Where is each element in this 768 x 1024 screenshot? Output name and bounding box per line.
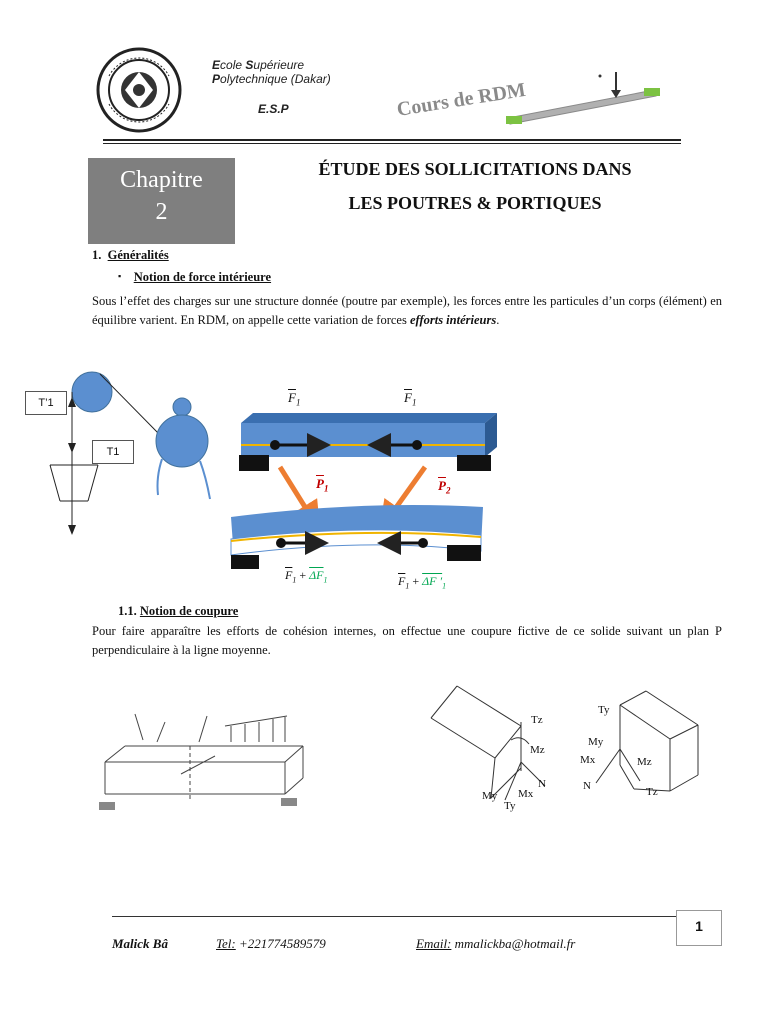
sum-f1-prime-label: F1 + ΔF ′1	[398, 574, 447, 591]
subsection-1-1-heading: 1.1. Notion de coupure	[118, 604, 239, 618]
footer-email[interactable]: Email: mmalickba@hotmail.fr	[416, 936, 576, 951]
coupure-paragraph: Pour faire apparaître les efforts de coh…	[92, 624, 722, 657]
chapter-word: Chapitre	[120, 167, 203, 193]
label-tz-left: Tz	[531, 714, 543, 726]
label-my-left: My	[482, 790, 498, 802]
school-seal-logo	[96, 47, 182, 133]
label-t1: T1	[92, 440, 134, 464]
label-ty-right: Ty	[598, 704, 610, 716]
section-heading: 1. Généralités	[92, 248, 169, 262]
label-t1-prime: T’1	[25, 391, 67, 415]
page-number: 1	[676, 910, 722, 946]
footer-tel: Tel: +221774589579	[216, 936, 326, 951]
vector-f1-prime-label: F1	[404, 390, 417, 408]
loaded-beam-figure	[99, 713, 304, 810]
header-rule-thin	[103, 143, 681, 144]
footer-author: Malick Bâ	[112, 936, 168, 951]
label-mz-right: Mz	[637, 756, 652, 768]
label-mx-right: Mx	[580, 754, 596, 766]
sum-f1-label: F1 + ΔF1	[285, 568, 328, 585]
label-ty-left: Ty	[504, 800, 516, 812]
course-title: Cours de RDM	[395, 79, 527, 121]
vector-f1-label: F1	[288, 390, 301, 408]
label-tz-right: Tz	[646, 786, 658, 798]
chapter-box: Chapitre 2	[88, 158, 235, 244]
course-logo: Cours de RDM	[395, 72, 660, 125]
label-my-right: My	[588, 736, 604, 748]
school-name: Ecole Supérieure Polytechnique (Dakar)	[212, 58, 331, 86]
chapter-title: ÉTUDE DES SOLLICITATIONS DANS LES POUTRE…	[318, 159, 632, 213]
pulley-figure	[49, 371, 211, 535]
chapter-number: 2	[155, 199, 168, 225]
cut-section-left-figure	[430, 685, 546, 801]
school-abbrev: E.S.P	[258, 102, 289, 116]
intro-paragraph: Sous l’effet des charges sur une structu…	[92, 294, 722, 327]
label-mz-left: Mz	[530, 744, 545, 756]
label-n-right: N	[583, 780, 591, 792]
vector-p1-label: P1	[316, 476, 329, 494]
subsection-heading: ▪ Notion de force intérieure	[118, 270, 272, 284]
label-mx-left: Mx	[518, 788, 534, 800]
label-n-left: N	[538, 778, 546, 790]
header-rule	[103, 139, 681, 141]
bullet-icon: ▪	[118, 271, 122, 281]
beam-figure	[230, 413, 497, 569]
vector-p2-label: P2	[438, 478, 451, 496]
cut-section-right-figure	[595, 690, 699, 792]
footer-rule	[112, 916, 678, 917]
